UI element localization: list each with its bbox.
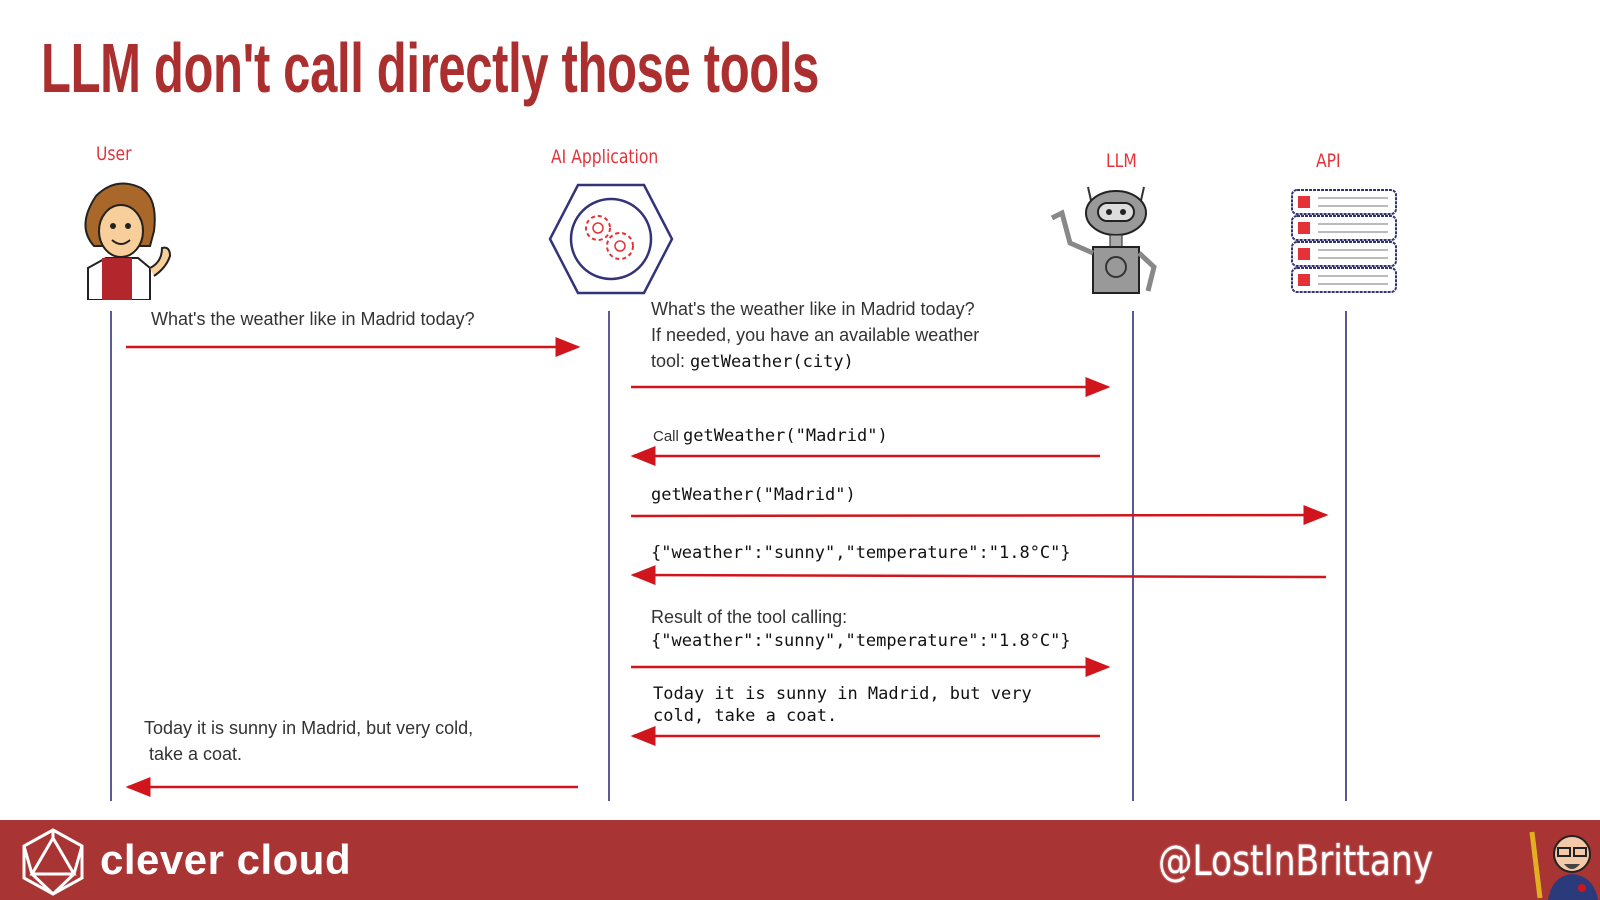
actor-label-ai-application: AI Application (551, 146, 659, 168)
arrow-app-to-api (630, 505, 1329, 526)
message-line: cold, take a coat. (653, 706, 838, 726)
message-line: Today it is sunny in Madrid, but very (653, 684, 1032, 704)
message-code: getWeather("Madrid") (683, 426, 888, 446)
message-app-to-user: Today it is sunny in Madrid, but very co… (144, 715, 473, 767)
lifeline-api (1345, 311, 1347, 801)
actor-label-api: API (1316, 150, 1341, 172)
message-prefix: tool: (651, 351, 691, 371)
clever-cloud-logo-icon (22, 828, 84, 896)
footer-bar (0, 820, 1600, 900)
lifeline-ai-application (608, 311, 610, 801)
footer-twitter-handle: @LostInBrittany (1158, 836, 1434, 885)
ai-application-gears-icon (548, 183, 674, 295)
actor-label-user: User (96, 143, 132, 165)
message-app-to-api: getWeather("Madrid") (651, 485, 856, 505)
user-avatar-icon (84, 182, 172, 300)
api-database-icon (1291, 189, 1397, 293)
message-code: {"weather":"sunny","temperature":"1.8°C"… (651, 631, 1071, 651)
message-api-response: {"weather":"sunny","temperature":"1.8°C"… (651, 543, 1071, 563)
message-line: Result of the tool calling: (651, 607, 848, 627)
message-line: What's the weather like in Madrid today? (651, 299, 975, 319)
message-line: take a coat. (144, 744, 243, 764)
message-llm-call: Call getWeather("Madrid") (653, 422, 888, 450)
message-llm-answer: Today it is sunny in Madrid, but very co… (653, 683, 1032, 727)
message-code: getWeather(city) (690, 352, 854, 372)
message-app-to-llm: What's the weather like in Madrid today?… (651, 296, 979, 375)
arrow-api-to-app (630, 565, 1327, 586)
message-line: Today it is sunny in Madrid, but very co… (144, 718, 474, 738)
author-avatar-icon (1529, 831, 1598, 900)
message-prefix: Call (653, 428, 684, 445)
lifeline-user (110, 311, 112, 801)
footer-brand: clever cloud (100, 836, 352, 883)
message-line: If needed, you have an available weather (651, 325, 980, 345)
llm-robot-icon (1050, 186, 1157, 294)
slide-title: LLM don't call directly those tools (41, 29, 820, 107)
message-tool-result: Result of the tool calling: {"weather":"… (651, 605, 1071, 653)
message-user-question: What's the weather like in Madrid today? (151, 309, 475, 329)
lifeline-llm (1132, 311, 1134, 801)
actor-label-llm: LLM (1106, 150, 1137, 172)
